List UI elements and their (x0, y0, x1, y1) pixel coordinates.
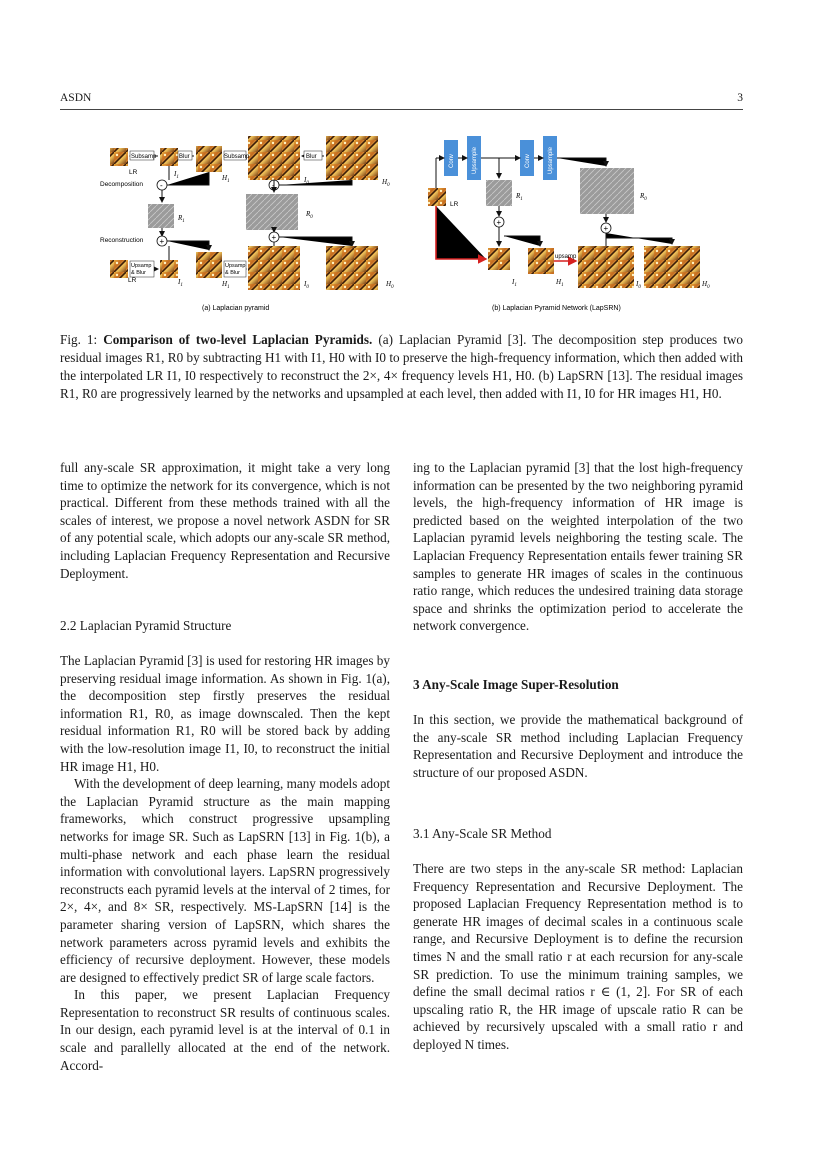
label-subsamp-2: Subsamp (224, 154, 250, 160)
img-h0-top (326, 136, 378, 180)
label-r0-b: R0 (639, 192, 647, 202)
img-h1-b (528, 248, 554, 274)
svg-text:+: + (272, 233, 277, 242)
label-i1-b: I1 (511, 278, 517, 288)
img-r1-b (486, 180, 512, 206)
svg-text:Upsample: Upsample (472, 146, 478, 174)
section-3-title: 3 Any-Scale Image Super-Resolution (413, 677, 619, 692)
label-decomposition: Decomposition (100, 181, 143, 188)
figure-a-laplacian-pyramid: Subsamp Blur Subsamp Blur LR I1 H1 I0 H0… (100, 136, 394, 312)
svg-text:+: + (497, 218, 502, 227)
img-h0-bottom (326, 246, 378, 290)
label-r1: R1 (177, 214, 185, 224)
img-i1-b (488, 248, 510, 270)
label-h0-top: H0 (381, 178, 390, 188)
left-paragraph-2: The Laplacian Pyramid [3] is used for re… (60, 653, 390, 774)
label-i0-bottom: I0 (303, 280, 309, 290)
svg-text:Conv: Conv (449, 154, 455, 168)
label-h0-bottom: H0 (385, 280, 394, 290)
section-3-1-title: 3.1 Any-Scale SR Method (413, 826, 552, 841)
figure-b-lapsrn: Conv Upsample Conv Upsample LR R1 R (428, 136, 710, 312)
img-i1-top (160, 148, 178, 166)
right-paragraph-3: There are two steps in the any-scale SR … (413, 861, 743, 1052)
left-paragraph-4: In this paper, we present Laplacian Freq… (60, 987, 390, 1073)
figure-1: Subsamp Blur Subsamp Blur LR I1 H1 I0 H0… (90, 128, 730, 320)
img-lr (428, 188, 446, 206)
img-i0-bottom (248, 246, 300, 290)
img-i0-top (248, 136, 300, 180)
label-h1-b: H1 (555, 278, 564, 288)
label-r0: R0 (305, 210, 313, 220)
label-reconstruction: Reconstruction (100, 237, 144, 244)
block-upsample-2 (543, 136, 557, 180)
right-column-section-3: In this section, we provide the mathemat… (413, 711, 743, 781)
label-lr: LR (450, 201, 459, 208)
img-h1-bottom (196, 252, 222, 278)
svg-text:Upsample: Upsample (548, 146, 554, 174)
img-i1-bottom (160, 260, 178, 278)
label-h1-bottom: H1 (221, 280, 230, 290)
label-h0-b: H0 (701, 280, 710, 290)
img-r1 (148, 204, 174, 228)
figure-a-caption: (a) Laplacian pyramid (202, 305, 269, 312)
left-column-body: The Laplacian Pyramid [3] is used for re… (60, 652, 390, 1074)
label-subsamp-1: Subsamp (131, 154, 157, 160)
label-i1-bottom: I1 (177, 278, 183, 288)
block-conv-2 (520, 140, 534, 176)
label-i0-b: I0 (635, 280, 641, 290)
label-blur-2: Blur (306, 154, 317, 160)
img-i0-b (578, 246, 634, 288)
caption-body: (a) Laplacian Pyramid [3]. The decomposi… (60, 332, 743, 401)
page-number: 3 (737, 92, 743, 104)
right-column-section-3-1: There are two steps in the any-scale SR … (413, 860, 743, 1054)
right-column: ing to the Laplacian pyramid [3] that th… (413, 459, 743, 635)
label-h1-top: H1 (221, 174, 230, 184)
left-column: full any-scale SR approximation, it migh… (60, 459, 390, 582)
label-upsamp-1: upsamp (446, 252, 468, 258)
section-2-2-title: 2.2 Laplacian Pyramid Structure (60, 618, 232, 633)
svg-text:& Blur: & Blur (225, 270, 240, 276)
header-rule (60, 109, 743, 110)
caption-title: Comparison of two-level Laplacian Pyrami… (103, 332, 373, 347)
label-lr-bottom: LR (128, 277, 137, 284)
right-paragraph-2: In this section, we provide the mathemat… (413, 712, 743, 780)
figure-b-caption: (b) Laplacian Pyramid Network (LapSRN) (492, 305, 621, 312)
running-header: ASDN 3 (60, 92, 743, 104)
svg-text:+: + (604, 224, 609, 233)
figure-caption: Fig. 1: Comparison of two-level Laplacia… (60, 331, 743, 403)
block-conv-1 (444, 140, 458, 176)
svg-text:+: + (160, 237, 165, 246)
header-title: ASDN (60, 92, 92, 104)
label-upsamp-2: upsamp (555, 254, 577, 260)
svg-text:-: - (160, 181, 163, 190)
img-r0 (246, 194, 298, 230)
block-upsample-1 (467, 136, 481, 180)
label-lr-top: LR (129, 169, 138, 176)
label-upsamp-blur-2: Upsamp (225, 263, 245, 269)
label-i1-top: I1 (173, 170, 179, 180)
label-blur-1: Blur (179, 154, 190, 160)
img-r0-b (580, 168, 634, 214)
img-lr-top (110, 148, 128, 166)
img-lr-bottom (110, 260, 128, 278)
label-upsamp-blur-1: Upsamp (131, 263, 151, 269)
img-h0-b (644, 246, 700, 288)
svg-text:Conv: Conv (525, 154, 531, 168)
img-h1-top (196, 146, 222, 172)
svg-text:& Blur: & Blur (131, 270, 146, 276)
caption-prefix: Fig. 1: (60, 332, 104, 347)
right-paragraph-1: ing to the Laplacian pyramid [3] that th… (413, 460, 743, 634)
left-paragraph-1: full any-scale SR approximation, it migh… (60, 460, 390, 581)
left-paragraph-3: With the development of deep learning, m… (60, 776, 390, 985)
label-r1-b: R1 (515, 192, 523, 202)
